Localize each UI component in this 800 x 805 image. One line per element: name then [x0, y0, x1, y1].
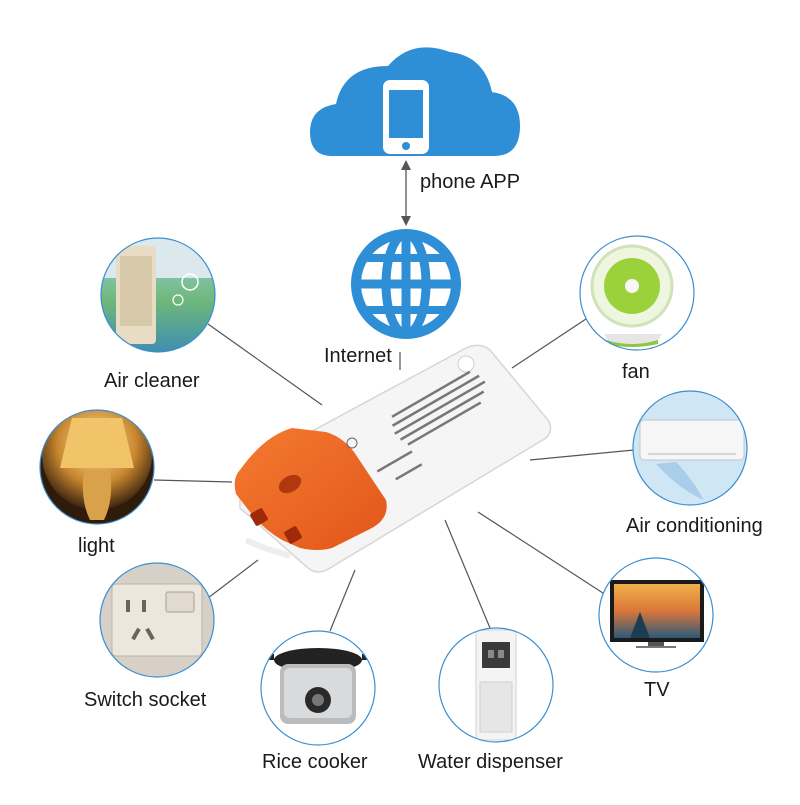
connector-lines: [153, 314, 635, 632]
line-tv: [477, 511, 607, 596]
line-fan: [511, 314, 593, 369]
double-arrow-icon: [401, 160, 411, 226]
water-dispenser-thumbnail: [438, 627, 554, 743]
label-phone-app: phone APP: [420, 171, 521, 193]
terminal-right: [284, 526, 302, 544]
light-thumbnail: [39, 409, 155, 525]
label-internet: Internet: [324, 345, 392, 367]
label-air-conditioning: Air conditioning: [626, 515, 763, 537]
line-switch-socket: [207, 559, 259, 599]
label-light: light: [78, 535, 115, 557]
label-water-dispenser: Water dispenser: [418, 751, 563, 773]
line-air-cleaner: [207, 323, 323, 406]
label-switch-socket: Switch socket: [84, 689, 207, 711]
mount-hole: [457, 355, 475, 373]
line-rice-cooker: [329, 569, 356, 632]
fan-thumbnail: [579, 235, 695, 351]
line-light: [153, 479, 233, 483]
air-conditioning-thumbnail: [632, 390, 748, 506]
cap-hole: [278, 474, 302, 494]
cloud-icon: [310, 47, 520, 157]
label-rice-cooker: Rice cooker: [262, 751, 368, 773]
device-symbol: [346, 437, 358, 449]
line-water-dispenser: [444, 519, 491, 629]
switch-socket-thumbnail: [99, 562, 215, 678]
device-printed-text: [376, 370, 486, 481]
tv-thumbnail: [598, 557, 714, 673]
device-cable: [244, 537, 291, 559]
label-tv: TV: [644, 679, 670, 701]
globe-icon: [351, 229, 461, 339]
line-air-conditioning: [529, 449, 635, 461]
smart-switch-device: [234, 344, 552, 573]
phone-icon: [383, 80, 429, 154]
air-cleaner-thumbnail: [100, 237, 216, 353]
rice-cooker-thumbnail: [260, 630, 376, 746]
terminal-left: [250, 508, 268, 526]
label-fan: fan: [622, 361, 650, 383]
label-air-cleaner: Air cleaner: [104, 370, 200, 392]
